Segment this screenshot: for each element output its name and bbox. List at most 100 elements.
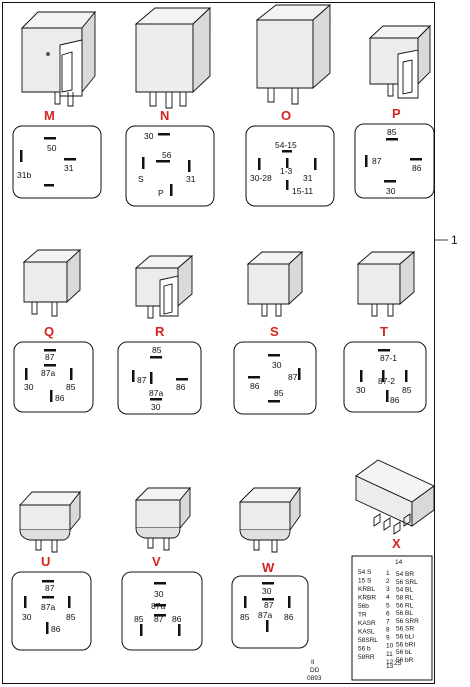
x-right-label: 56 BL — [396, 610, 413, 617]
relay-label-q: Q — [44, 324, 54, 339]
pin-30: 30 — [24, 382, 34, 392]
relay-label-m: M — [44, 108, 55, 123]
pin-87a: 87a — [258, 610, 272, 620]
pin-30: 30 — [151, 402, 161, 412]
x-pin-number: 5 — [386, 602, 390, 609]
x-right-label: 56 bL — [396, 649, 413, 656]
pin-86: 86 — [51, 624, 61, 634]
relay-n — [134, 6, 212, 109]
relay-label-p: P — [392, 106, 401, 121]
relay-w — [238, 486, 301, 553]
pin-85: 85 — [402, 385, 412, 395]
pin-1-3: 1-3 — [280, 166, 293, 176]
x-left-label: KASL — [358, 629, 375, 636]
pin-30: 30 — [356, 385, 366, 395]
relay-r — [134, 255, 194, 319]
pin-30-28: 30-28 — [250, 173, 272, 183]
relay-label-u: U — [41, 554, 50, 569]
x-left-label: KRBR — [358, 595, 376, 602]
pin-30: 30 — [386, 186, 396, 196]
pin-86: 86 — [172, 614, 182, 624]
relay-label-n: N — [160, 108, 169, 123]
x-pin-number: 9 — [386, 635, 390, 642]
x-left-label: 56b — [358, 603, 369, 610]
pin-87a: 87a — [41, 602, 55, 612]
pin-85: 85 — [66, 612, 76, 622]
pin-30: 30 — [272, 360, 282, 370]
pinout-s: 30 86 87 85 — [233, 341, 317, 415]
pin-85: 85 — [66, 382, 76, 392]
relay-m — [20, 10, 96, 107]
x-right-label: 56 bLI — [396, 634, 414, 641]
pinout-p: 85 87 86 30 — [354, 123, 435, 199]
drawing-code-line-2: DD — [310, 667, 320, 674]
pin-56: 56 — [162, 150, 172, 160]
pinout-v: 30 87a 87 85 86 — [121, 571, 203, 651]
pin-86: 86 — [412, 163, 422, 173]
pin-85: 85 — [152, 345, 162, 355]
relay-label-w: W — [262, 560, 275, 575]
x-pin-number: 8 — [386, 627, 390, 634]
drawing-code-line-3: 0893 — [307, 675, 322, 682]
pinout-m: 50 31 31b — [12, 125, 102, 199]
relay-label-o: O — [281, 108, 291, 123]
x-left-label: 56 b — [358, 646, 371, 653]
relay-s — [246, 250, 304, 317]
x-bottom-pin-13: 13 — [386, 663, 394, 670]
pin-87: 87 — [154, 614, 164, 624]
x-left-label: KRBL — [358, 586, 375, 593]
x-top-pin: 14 — [395, 559, 403, 566]
page-frame — [2, 2, 435, 684]
drawing-code-line-1: II — [311, 659, 315, 666]
relay-p — [368, 24, 432, 99]
x-right-label: 56 SRL — [396, 579, 418, 586]
pin-87a: 87a — [149, 388, 163, 398]
pin-30: 30 — [262, 586, 272, 596]
x-right-label: 54 BR — [396, 571, 414, 578]
pin-85: 85 — [134, 614, 144, 624]
x-pin-number: 4 — [386, 594, 390, 601]
control-module-x — [355, 459, 435, 535]
pin-15-11: 15-11 — [292, 186, 313, 196]
pin-86: 86 — [250, 381, 260, 391]
x-pin-number: 12 — [386, 659, 394, 666]
x-right-label: 56 bR — [396, 657, 414, 664]
relay-q — [22, 248, 82, 317]
pin-87: 87 — [288, 372, 298, 382]
pin-31b: 31b — [17, 170, 31, 180]
x-pin-number: 11 — [386, 651, 393, 658]
drawing-code: II DD 0893 — [307, 659, 322, 682]
x-left-label: 58SRL — [358, 637, 378, 644]
x-right-label: 56 RL — [396, 602, 414, 609]
x-right-label: 56 bRI — [396, 641, 415, 648]
pin-85: 85 — [387, 127, 397, 137]
pin-30: 30 — [154, 589, 164, 599]
pinout-x: 14 54 S15 SKRBLKRBR56bTRKASRKASL58SRL56 … — [351, 555, 433, 681]
pinout-u: 87 87a 30 85 86 — [11, 571, 92, 651]
relay-label-t: T — [380, 324, 388, 339]
pin-87: 87 — [372, 156, 382, 166]
pinout-o: 54-15 1-3 30-28 31 15-11 — [245, 125, 335, 207]
pin-31: 31 — [64, 163, 74, 173]
pin-31: 31 — [303, 173, 313, 183]
x-pin-number: 1 — [386, 570, 390, 577]
x-pin-number: 2 — [386, 578, 390, 585]
relay-u — [18, 490, 81, 553]
pinout-n: 30 56 S 31 P — [125, 125, 215, 207]
pin-87: 87 — [45, 352, 55, 362]
pin-87: 87 — [264, 600, 274, 610]
relay-t — [356, 251, 416, 317]
pin-86: 86 — [176, 382, 186, 392]
pin-85: 85 — [274, 388, 284, 398]
pin-87a: 87a — [41, 368, 55, 378]
pin-s: S — [138, 174, 144, 184]
relay-label-r: R — [155, 324, 165, 339]
pinout-r: 85 87 86 87a 30 — [117, 341, 202, 415]
pinout-w: 30 87 87a 85 86 — [231, 575, 309, 649]
pin-86: 86 — [284, 612, 294, 622]
x-left-label: 15 S — [358, 578, 372, 585]
pin-87-2: 87-2 — [378, 376, 395, 386]
pin-87-1: 87-1 — [380, 353, 397, 363]
